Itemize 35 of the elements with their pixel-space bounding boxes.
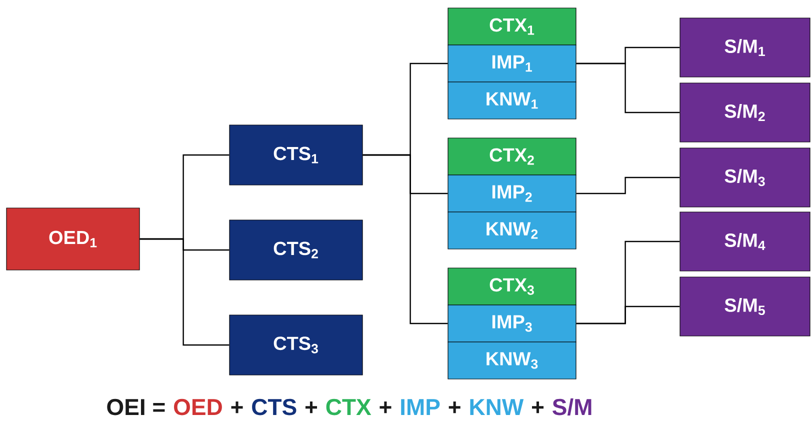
stack-cell: KNW$_{1}$: [448, 82, 576, 120]
stack-cell: CTX$_{1}$: [448, 8, 576, 46]
formula-term: +: [231, 402, 243, 414]
stack-cell: KNW$_{3}$: [448, 342, 576, 380]
process-box: S/M$_{4}$: [680, 212, 810, 272]
formula-term: +: [448, 402, 460, 414]
connector-line: [576, 306, 680, 324]
process-box: CTS$_{1}$: [229, 124, 363, 186]
process-box: S/M$_{1}$: [680, 18, 810, 78]
connector-line: [576, 176, 680, 194]
process-box: CTS$_{3}$: [229, 314, 363, 376]
process-box: CTS$_{2}$: [229, 220, 363, 280]
formula-term: +: [532, 402, 544, 414]
stack-cell: CTX$_{2}$: [448, 138, 576, 176]
formula-term: +: [380, 402, 392, 414]
connector-line: [140, 238, 230, 346]
formula-term: OEI =: [107, 398, 165, 416]
stack-cell: IMP$_{3}$: [448, 304, 576, 342]
stack-cell: KNW$_{2}$: [448, 212, 576, 250]
process-box: OED$_{1}$: [6, 208, 140, 270]
process-box: S/M$_{3}$: [680, 148, 810, 208]
formula-term: S/M: [552, 398, 592, 416]
formula-term: CTX: [326, 398, 372, 416]
process-box: S/M$_{5}$: [680, 276, 810, 336]
formula-term: +: [306, 402, 318, 414]
formula-term: KNW: [470, 399, 524, 415]
connector-line: [576, 62, 680, 114]
stack-cell: CTX$_{3}$: [448, 268, 576, 306]
formula-term: IMP: [401, 399, 440, 415]
connector-line: [362, 154, 448, 324]
formula-term: OED: [174, 398, 222, 416]
stack-cell: IMP$_{1}$: [448, 44, 576, 82]
formula-term: CTS: [252, 398, 296, 416]
process-box: S/M$_{2}$: [680, 82, 810, 142]
stack-cell: IMP$_{2}$: [448, 174, 576, 212]
